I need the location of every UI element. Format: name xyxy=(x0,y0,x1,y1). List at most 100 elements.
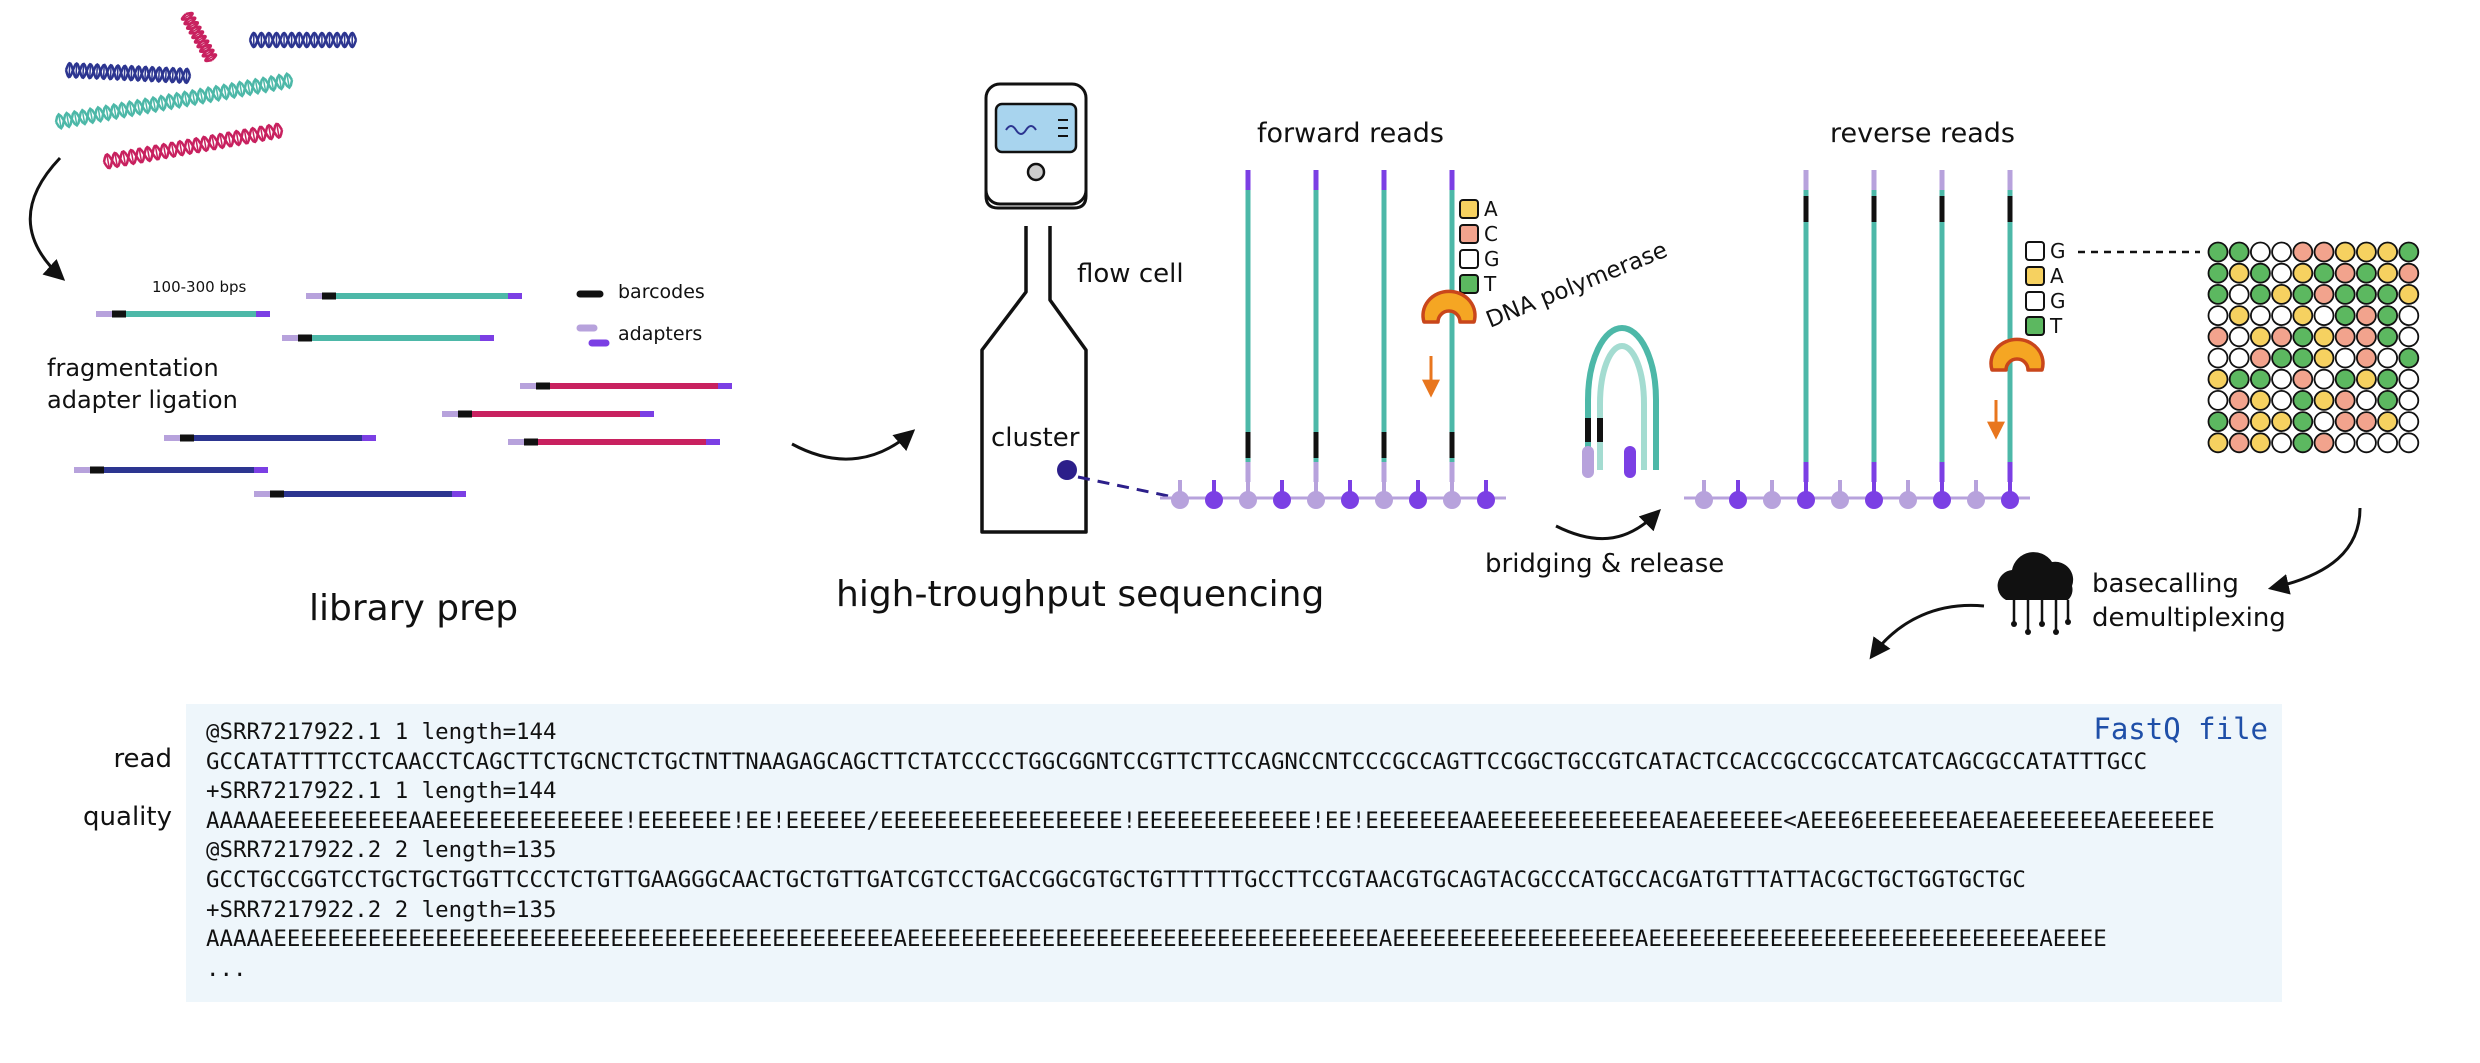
surface-pin-head xyxy=(1933,491,1951,509)
surface-pin-head xyxy=(1273,491,1291,509)
helix-rung xyxy=(102,64,105,79)
base-swatch xyxy=(2025,266,2045,286)
plate-well xyxy=(2292,305,2314,327)
helix-rung xyxy=(275,123,280,138)
fastq-lines: @SRR7217922.1 1 length=144 GCCATATTTTCCT… xyxy=(206,718,2215,984)
plate-well xyxy=(2228,241,2250,263)
plate-well xyxy=(2271,241,2293,263)
helix-rung xyxy=(114,152,119,167)
base-letter: G xyxy=(2050,239,2066,263)
plate-well xyxy=(2207,411,2229,433)
plate-well xyxy=(2207,283,2229,305)
helix-rung xyxy=(259,126,264,141)
surface-pin-head xyxy=(1375,491,1393,509)
helix-rung xyxy=(109,65,112,80)
plate-well xyxy=(2249,389,2271,411)
plate-well xyxy=(2377,432,2399,454)
plate-well xyxy=(2228,389,2250,411)
plate-well xyxy=(2228,347,2250,369)
helix-rung xyxy=(120,103,125,118)
forward-surface xyxy=(1160,480,1506,509)
plate-well xyxy=(2228,411,2250,433)
base-letter: G xyxy=(2050,289,2066,313)
helix-rung xyxy=(170,142,175,157)
helix-rung xyxy=(89,108,94,123)
plate-well xyxy=(2271,283,2293,305)
barcodes-label: barcodes xyxy=(618,281,705,303)
plate-well xyxy=(2271,432,2293,454)
fastq-file-panel: FastQ file @SRR7217922.1 1 length=144 GC… xyxy=(186,704,2282,1002)
plate-well xyxy=(2334,241,2356,263)
helix-rung xyxy=(186,139,191,154)
cluster-leader-line xyxy=(1077,475,1179,500)
helix-rung xyxy=(113,104,117,119)
base-swatch xyxy=(2025,291,2045,311)
base-swatch xyxy=(1459,224,1479,244)
helix-rung xyxy=(95,64,99,79)
flow-cell-outline xyxy=(980,226,1088,534)
surface-pin-head xyxy=(1171,491,1189,509)
plate-well xyxy=(2207,432,2229,454)
surface-pin-head xyxy=(1899,491,1917,509)
plate-well xyxy=(2207,262,2229,284)
helix-rung xyxy=(181,12,193,20)
fragmentation-label: fragmentation xyxy=(47,354,219,382)
plate-well xyxy=(2271,262,2293,284)
plate-well xyxy=(2398,241,2420,263)
helix-rung xyxy=(185,68,188,83)
plate-well xyxy=(2377,411,2399,433)
plate-well xyxy=(2271,368,2293,390)
helix-rung xyxy=(105,105,110,120)
cluster-dot xyxy=(1057,460,1077,480)
arrow-to-basecalling xyxy=(2267,507,2362,595)
helix-rung xyxy=(97,107,102,122)
plate-well xyxy=(2377,389,2399,411)
base-letter: T xyxy=(2049,314,2063,338)
reverse-reads-label: reverse reads xyxy=(1830,118,2015,149)
helix-rung xyxy=(191,90,196,105)
demultiplexing-label: demultiplexing xyxy=(2092,603,2286,633)
fastq-line: GCCATATTTTCCTCAACCTCAGCTTCTGCNCTCTGCTNTT… xyxy=(206,748,2148,775)
base-letter: A xyxy=(1484,197,1498,221)
base-letter: C xyxy=(1484,222,1498,246)
arrow-to-sequencing xyxy=(791,429,916,461)
plate-well xyxy=(2334,326,2356,348)
reverse-read-strands xyxy=(1803,170,2013,482)
plate-well xyxy=(2377,241,2399,263)
plate-well xyxy=(2334,432,2356,454)
dna-polymerase-label: DNA polymerase xyxy=(1483,237,1672,333)
helix-rung xyxy=(286,73,291,88)
fastq-line: +SRR7217922.1 1 length=144 xyxy=(206,778,557,805)
plate-well xyxy=(2355,283,2377,305)
plate-well xyxy=(2249,241,2271,263)
fastq-line: AAAAAEEEEEEEEEEEEEEEEEEEEEEEEEEEEEEEEEEE… xyxy=(206,926,2107,953)
plate-well xyxy=(2355,305,2377,327)
surface-pin-head xyxy=(1341,491,1359,509)
plate-well xyxy=(2249,305,2271,327)
polymerase-icon-forward xyxy=(1421,289,1477,324)
plate-well xyxy=(2313,432,2335,454)
surface-pin-head xyxy=(1967,491,1985,509)
plate-well xyxy=(2249,326,2271,348)
surface-pin-head xyxy=(1797,491,1815,509)
helix-rung xyxy=(162,144,167,159)
plate-well xyxy=(2207,241,2229,263)
plate-well xyxy=(2355,326,2377,348)
surface-pin-head xyxy=(1409,491,1427,509)
plate-well xyxy=(2271,326,2293,348)
bp-range-label: 100-300 bps xyxy=(152,278,246,296)
dna-fragments xyxy=(74,292,732,498)
helix-rung xyxy=(246,80,251,95)
plate-well xyxy=(2228,283,2250,305)
plate-well xyxy=(2334,389,2356,411)
plate-well xyxy=(2249,262,2271,284)
plate-well xyxy=(2207,389,2229,411)
plate-well xyxy=(2377,368,2399,390)
reverse-surface xyxy=(1684,480,2030,509)
plate-well xyxy=(2398,283,2420,305)
helix-rung xyxy=(75,63,78,78)
helix-rung xyxy=(154,145,159,160)
plate-well xyxy=(2313,411,2335,433)
helix-rung xyxy=(130,149,135,164)
